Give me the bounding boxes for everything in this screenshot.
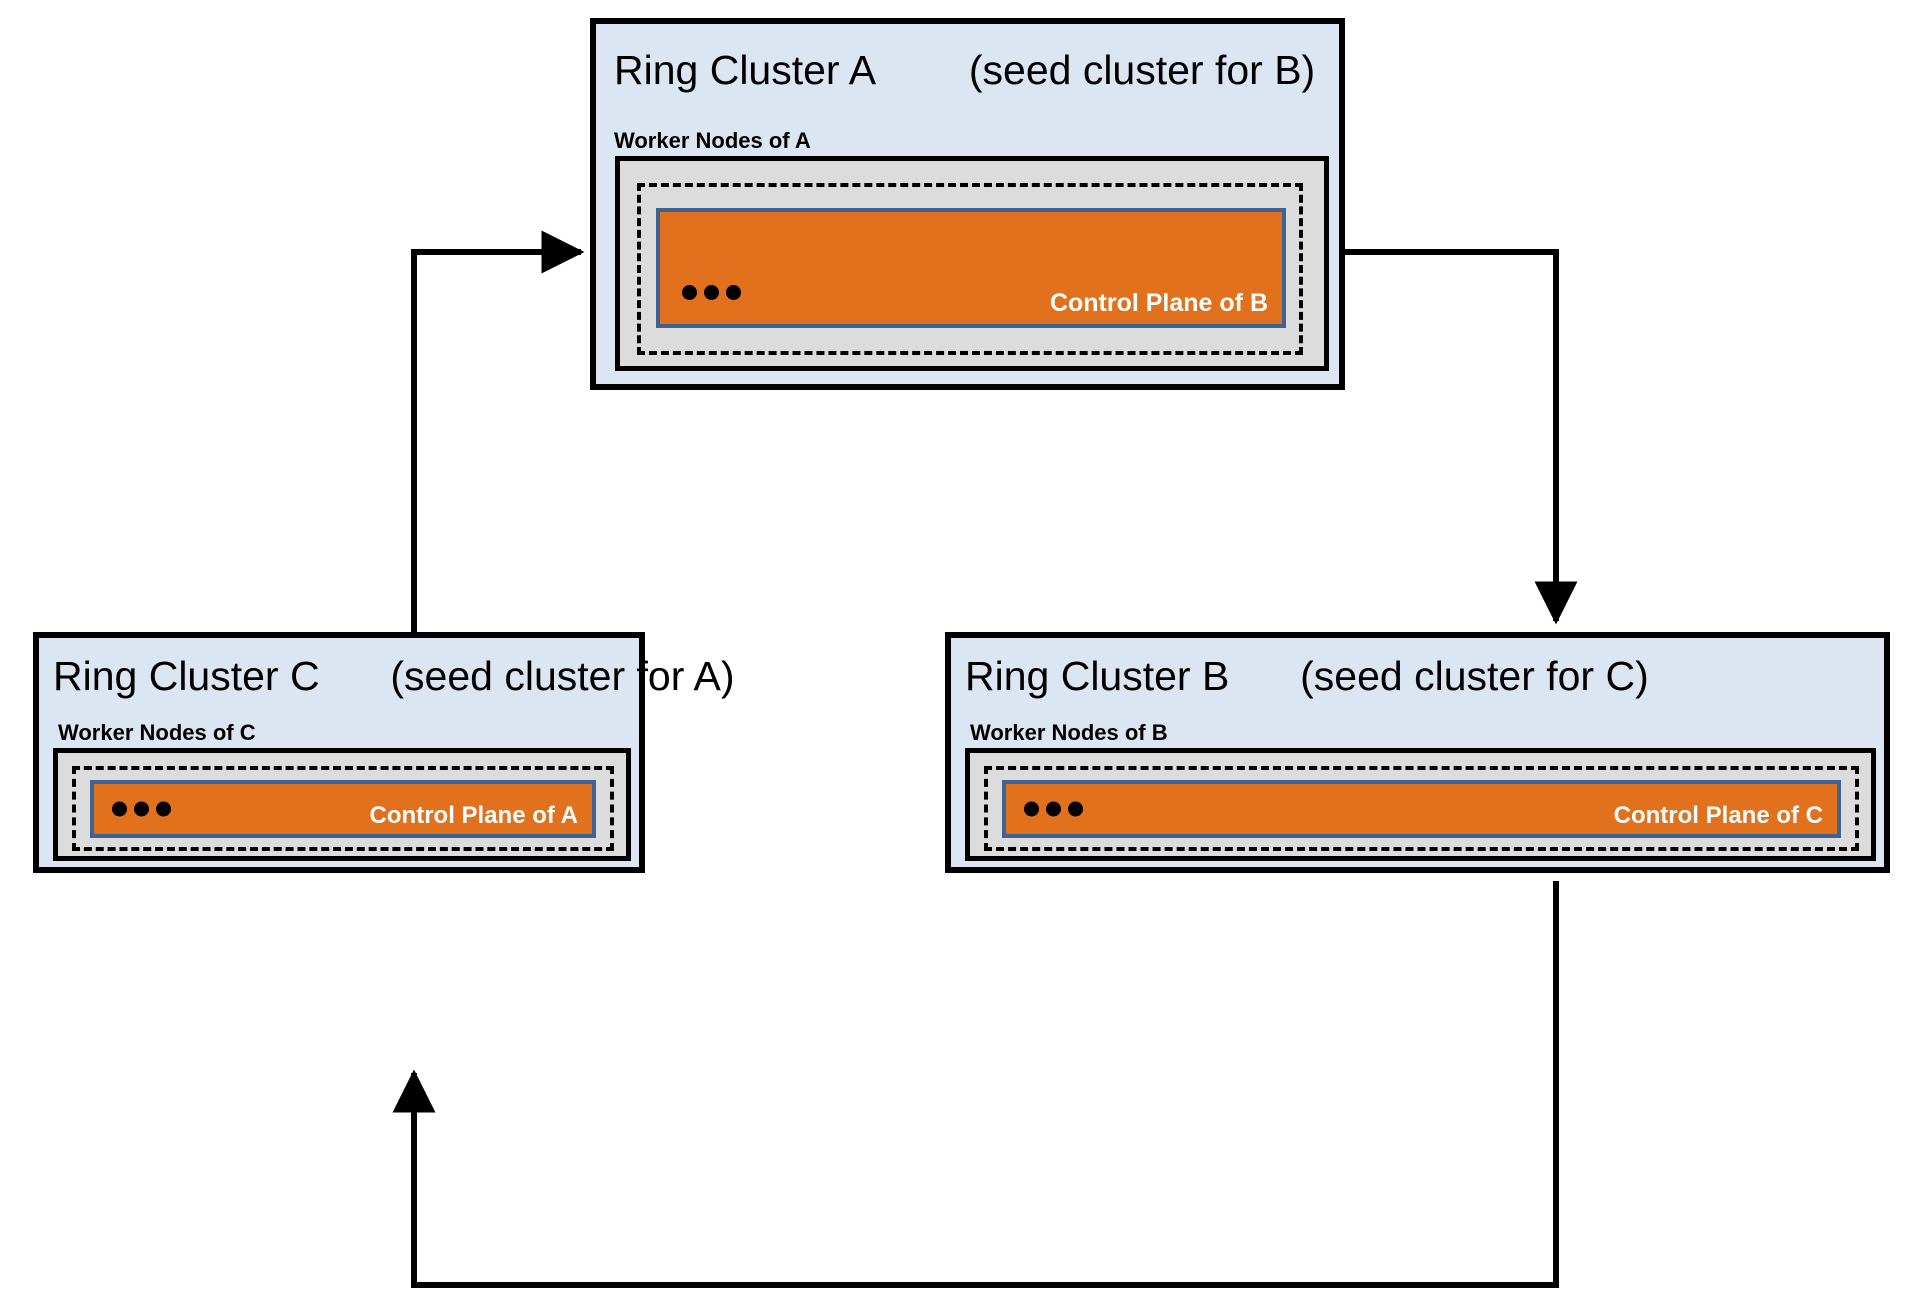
- cluster-a-control-plane-label: Control Plane of B: [1049, 289, 1268, 317]
- cluster-a-title-sub: (seed cluster for B): [968, 47, 1316, 93]
- cluster-c-control-plane-label: Control Plane of A: [369, 802, 578, 829]
- cluster-c-dashed-boundary: [72, 766, 614, 851]
- cluster-a-title-main: Ring Cluster A: [614, 47, 877, 93]
- cluster-b-worker-box[interactable]: Control Plane of C: [965, 748, 1876, 861]
- cluster-b-ellipsis-dots: [1024, 801, 1083, 817]
- cluster-b-worker-label: Worker Nodes of B: [970, 720, 1168, 745]
- cluster-c-control-plane[interactable]: Control Plane of A: [90, 780, 596, 838]
- cluster-c-title-sub: (seed cluster for A): [390, 653, 735, 699]
- cluster-c-worker-box[interactable]: Control Plane of A: [53, 748, 631, 861]
- cluster-c-worker-label: Worker Nodes of C: [58, 720, 256, 745]
- cluster-b-title: Ring Cluster B (seed cluster for C): [965, 656, 1649, 697]
- cluster-c-title: Ring Cluster C (seed cluster for A): [53, 656, 734, 697]
- cluster-c-title-main: Ring Cluster C: [53, 653, 320, 699]
- cluster-c-ellipsis-dots: [112, 801, 171, 817]
- cluster-a-worker-label: Worker Nodes of A: [614, 128, 811, 153]
- cluster-b-title-main: Ring Cluster B: [965, 653, 1230, 699]
- cluster-a-ellipsis-dots: [682, 285, 741, 300]
- cluster-b-title-sub: (seed cluster for C): [1300, 653, 1649, 699]
- arrow-a-to-b: [1345, 249, 1578, 625]
- cluster-a[interactable]: Ring Cluster A (seed cluster for B) Work…: [590, 18, 1345, 390]
- arrow-c-to-a: [411, 230, 585, 632]
- arrow-b-to-c: [392, 881, 1559, 1288]
- cluster-c[interactable]: Ring Cluster C (seed cluster for A) Work…: [33, 632, 734, 873]
- cluster-b-dashed-boundary: [984, 766, 1859, 851]
- cluster-b-control-plane-label: Control Plane of C: [1613, 802, 1823, 829]
- cluster-a-control-plane[interactable]: Control Plane of B: [656, 208, 1286, 328]
- cluster-b[interactable]: Ring Cluster B (seed cluster for C) Work…: [945, 632, 1890, 873]
- cluster-a-worker-box[interactable]: Control Plane of B: [615, 156, 1329, 371]
- cluster-a-dashed-boundary: [637, 183, 1303, 355]
- cluster-b-control-plane[interactable]: Control Plane of C: [1002, 780, 1841, 838]
- cluster-a-title: Ring Cluster A (seed cluster for B): [614, 50, 1315, 91]
